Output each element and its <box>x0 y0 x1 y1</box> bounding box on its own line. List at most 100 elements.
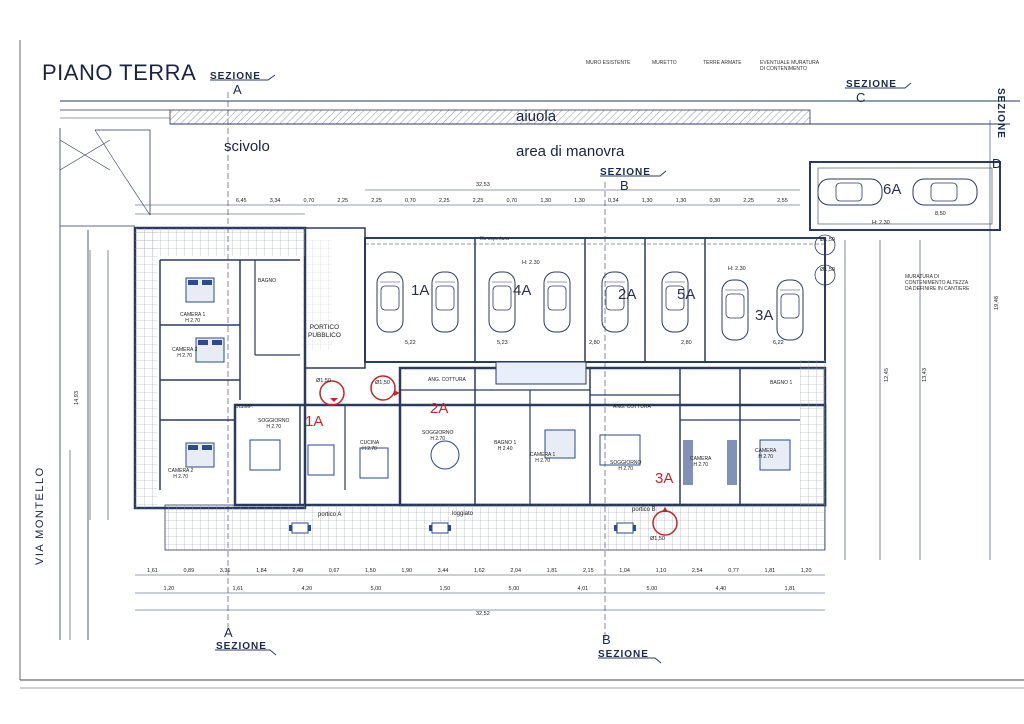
dim-bottom-value: 1,20 <box>163 586 175 592</box>
turning-diameter-label: Ø1,50 <box>820 237 835 243</box>
dim-top-value: 2,55 <box>777 198 788 204</box>
apartment-1a-label: 1A <box>305 413 324 430</box>
area-manovra: area di manovra <box>516 143 625 160</box>
dim-top-value: 2,25 <box>472 198 484 204</box>
dim-bottom-value: 4,40 <box>715 586 727 592</box>
dim-top-value: 0,70 <box>506 198 518 204</box>
portico-b-label: portico B <box>632 507 656 513</box>
dim-bottom-value: 1,50 <box>439 586 451 592</box>
dim-bottom-value: 1,61 <box>232 586 244 592</box>
dim-garage-depth: 5,23 <box>497 340 508 346</box>
loggiato-label: loggiato <box>452 511 474 517</box>
room-soggiorno-3: SOGGIORNO H 2.70 <box>610 460 642 472</box>
dim-bottom-value: 4,01 <box>577 586 589 592</box>
garage-height-2: H: 2.30 <box>728 266 746 272</box>
dim-top-value: 1,30 <box>641 198 653 204</box>
dim-bottom-value: 2,49 <box>292 568 304 574</box>
apartment-2a-label: 2A <box>430 400 449 417</box>
note-eventuale-muratura: EVENTUALE MURATURA DI CONTENIMENTO <box>760 60 819 72</box>
dim-garage-depth: 2,80 <box>681 340 692 346</box>
section-label-a-top: SEZIONE <box>210 71 261 82</box>
dim-bottom-value: 3,31 <box>219 568 231 574</box>
room-camera-1: CAMERA 1 H 2.70 <box>180 312 206 324</box>
dim-top-value: 0,70 <box>405 198 416 204</box>
section-label-b-top: SEZIONE <box>600 167 651 178</box>
dim-left-1493: 14,93 <box>73 391 80 405</box>
apartment-3a-label: 3A <box>655 470 674 487</box>
dim-right-1948: 19,48 <box>993 296 1000 310</box>
room-camera-2: CAMERA 2 H 2.70 <box>168 468 194 480</box>
dim-bottom-value: 0,89 <box>183 568 195 574</box>
dim-bottom-value: 0,67 <box>328 568 340 574</box>
garage-height-1: H: 2.30 <box>522 260 540 266</box>
room-soggiorno-1: SOGGIORNO H 2.70 <box>258 418 290 430</box>
section-label-c: SEZIONE <box>846 79 897 90</box>
dim-top-value: 2,25 <box>371 198 382 204</box>
dim-bottom-value: 5,00 <box>646 586 658 592</box>
dim-bottom-value: 1,61 <box>147 568 158 574</box>
turning-diameter-label: Ø1,50 <box>375 380 390 386</box>
portico-a-label: portico A <box>318 512 342 518</box>
dim-top-value: 2,25 <box>743 198 754 204</box>
dim-bottom-value: 1,81 <box>764 568 776 574</box>
dim-top-value: 0,70 <box>303 198 315 204</box>
dim-bottom-value: 1,04 <box>619 568 630 574</box>
room-ang-cottura-1: ANG. COTTURA <box>428 377 466 383</box>
room-cucina: CUCINA H 2.70 <box>360 440 380 452</box>
turning-diameter-label: Ø1,50 <box>820 267 835 273</box>
dim-top-value: 1,30 <box>675 198 687 204</box>
note-muro-esistente: MURO ESISTENTE <box>586 60 631 66</box>
dim-bottom-value: 1,81 <box>546 568 558 574</box>
dim-garage-depth: 2,80 <box>589 340 600 346</box>
area-aiuola: aiuola <box>516 108 557 125</box>
room-bagno: BAGNO <box>258 278 277 284</box>
dim-bottom-value: 3,44 <box>437 568 449 574</box>
dim-bottom-total: 32,52 <box>476 611 490 617</box>
garage-2a-label: 2A <box>618 286 637 303</box>
dim-bottom-value: 1,84 <box>256 568 267 574</box>
note-terre-armate: TERRE ARMATE <box>703 60 742 66</box>
dim-bottom-value: 2,54 <box>691 568 703 574</box>
dim-right-1343: 13,43 <box>921 368 928 382</box>
turning-diameter-label: Ø1,50 <box>316 378 331 384</box>
dim-bottom-value: 1,20 <box>800 568 812 574</box>
room-soggiorno-2: SOGGIORNO H 2.70 <box>422 430 454 442</box>
dim-bottom-value: 1,81 <box>784 586 796 592</box>
dim-bottom-value: 1,50 <box>365 568 376 574</box>
garage-1a-label: 1A <box>411 282 430 299</box>
garage-5a-label: 5A <box>677 286 696 303</box>
area-scivolo: scivolo <box>224 138 270 155</box>
garage-4a-label: 4A <box>513 282 532 299</box>
dim-top-total: 32,53 <box>476 182 490 188</box>
turning-diameter-label: Ø1,50 <box>650 536 665 542</box>
note-muretto: MURETTO <box>652 60 677 66</box>
note-filo-copertura: filo copertura <box>480 236 509 242</box>
section-label-d: SEZIONE <box>995 88 1006 139</box>
dim-top-value: 0,30 <box>709 198 721 204</box>
dim-bottom-value: 5,00 <box>370 586 382 592</box>
dim-bottom-value: 1,10 <box>655 568 667 574</box>
dim-bottom-value: 2,15 <box>582 568 594 574</box>
dim-top-value: 1,30 <box>574 198 585 204</box>
room-disimp: DISIMP. <box>235 404 253 410</box>
dim-top-value: 2,25 <box>337 198 349 204</box>
note-muratura-contenimento: MURATURA DI CONTENIMENTO ALTEZZA DA DEFI… <box>905 274 970 292</box>
dim-top-value: 6,45 <box>235 198 247 204</box>
section-letter-b-top: B <box>620 178 629 193</box>
dim-garage-depth: 5,22 <box>405 340 416 346</box>
garage-3a-label: 3A <box>755 307 774 324</box>
section-letter-d: D <box>992 156 1002 171</box>
room-camera-c: CAMERA H 2.70 <box>690 456 712 468</box>
room-bagno-1: BAGNO 1 H 2.40 <box>494 440 517 452</box>
street-name: VIA MONTELLO <box>34 466 46 565</box>
section-label-a-bottom: SEZIONE <box>216 641 267 652</box>
page-title: PIANO TERRA <box>42 60 197 85</box>
room-camera-d: CAMERA H 2.70 <box>755 448 777 460</box>
section-label-b-bottom: SEZIONE <box>598 649 649 660</box>
section-letter-b-bottom: B <box>602 632 611 647</box>
dim-bottom-value: 0,77 <box>728 568 739 574</box>
dim-right-1245: 12,45 <box>883 368 890 382</box>
room-camera-b: CAMERA 1 H 2.70 <box>530 452 556 464</box>
dim-garage-depth: 6,22 <box>773 340 784 346</box>
